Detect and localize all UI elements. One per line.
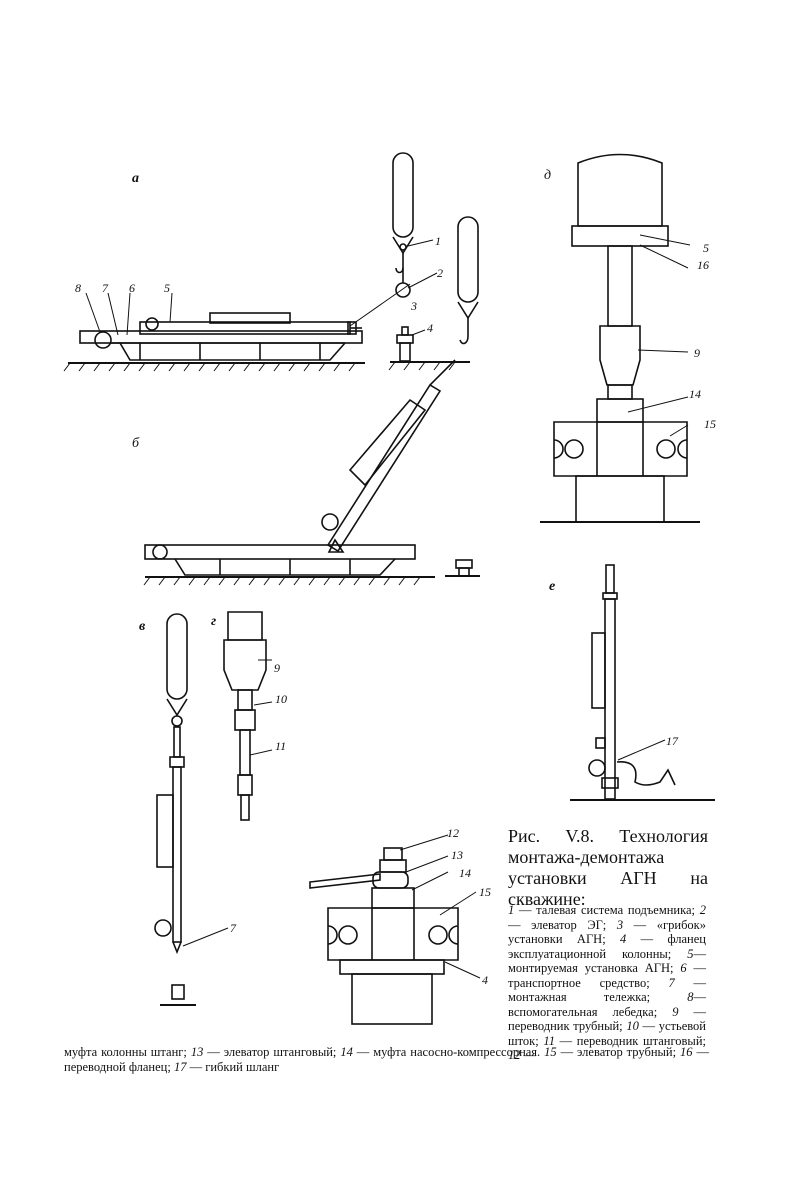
panel-label-d: д xyxy=(544,168,552,183)
legend-text: — переводник штанговый; xyxy=(554,1033,706,1048)
figure-legend: 1 — талевая система подъемника; 2 — элев… xyxy=(508,903,706,1063)
legend-text: — элеватор штанговый; xyxy=(203,1045,341,1059)
legend-number: 2 xyxy=(699,903,706,917)
callout-15-w: 15 xyxy=(479,885,491,899)
legend-text: — вспомогательная лебедка; xyxy=(508,990,706,1019)
callout-10: 10 xyxy=(275,692,287,706)
legend-number: 12 xyxy=(508,1048,521,1062)
callout-7-v: 7 xyxy=(230,921,236,935)
legend-number: 5 xyxy=(687,946,694,961)
legend-number: 4 xyxy=(620,932,627,946)
legend-number: 7 xyxy=(668,975,675,990)
callout-8: 8 xyxy=(75,281,81,295)
legend-text: — «грибок» установки АГН; xyxy=(508,917,707,947)
panel-b-drawing xyxy=(143,216,480,586)
legend-text: — xyxy=(520,1048,537,1062)
legend-text: —монтируемая установка АГН; xyxy=(508,946,706,976)
panel-e-drawing xyxy=(570,564,715,801)
callout-3: 3 xyxy=(411,299,417,313)
legend-text: — фланец эксплуатационной колонны; xyxy=(508,932,706,961)
figure-caption-title: Рис. V.8. Технология монтажа-демонтажа у… xyxy=(508,826,708,909)
legend-number: 8 xyxy=(687,990,694,1004)
legend-text: муфта колонны штанг; xyxy=(64,1045,191,1059)
wellhead-detail-drawing xyxy=(309,834,481,1025)
callout-14-d: 14 xyxy=(689,387,701,401)
callout-2: 2 xyxy=(437,266,443,280)
legend-text: — транспортное средство; xyxy=(508,961,706,990)
legend-text: — переводник трубный; xyxy=(508,1004,706,1034)
legend-number: 6 xyxy=(680,961,687,975)
panel-v-drawing xyxy=(154,613,229,1006)
figure-legend-continued: муфта колонны штанг; 13 — элеватор штанг… xyxy=(64,1045,709,1074)
callout-5-a: 5 xyxy=(164,281,170,295)
callout-17: 17 xyxy=(666,734,678,748)
panel-g-drawing xyxy=(223,611,273,821)
callout-12: 12 xyxy=(447,826,459,840)
callout-11: 11 xyxy=(275,739,287,753)
legend-number: 1 xyxy=(508,903,515,917)
legend-number: 15 xyxy=(544,1045,557,1059)
legend-text: — элеватор ЭГ; xyxy=(508,917,617,932)
legend-text: — муфта насосно-компрессорная. xyxy=(352,1045,545,1059)
legend-text: — элеватор трубный; xyxy=(556,1045,681,1059)
callout-7-a: 7 xyxy=(102,281,108,295)
legend-number: 17 xyxy=(173,1059,187,1074)
callout-16: 16 xyxy=(697,258,709,272)
panel-label-b: б xyxy=(132,436,140,451)
callout-9-d: 9 xyxy=(694,346,700,360)
panel-label-a: а xyxy=(132,171,139,186)
panel-d-drawing xyxy=(540,153,700,523)
callout-4-w: 4 xyxy=(482,973,488,987)
legend-text: — монтажная тележка; xyxy=(508,975,707,1005)
legend-number: 11 xyxy=(543,1033,555,1048)
callout-13: 13 xyxy=(451,848,463,862)
legend-number: 9 xyxy=(672,1004,679,1019)
panel-label-g: г xyxy=(211,614,217,629)
legend-text: — устьевой шток; xyxy=(508,1019,706,1048)
callout-14-w: 14 xyxy=(459,866,471,880)
legend-text: — переводной фланец; xyxy=(64,1045,709,1074)
legend-number: 10 xyxy=(626,1019,639,1033)
panel-label-e: е xyxy=(549,579,556,594)
legend-text: — гибкий шланг xyxy=(186,1059,280,1074)
legend-text: — талевая система подъемника; xyxy=(514,903,700,917)
legend-number: 16 xyxy=(680,1045,693,1059)
callout-5-d: 5 xyxy=(703,241,709,255)
legend-number: 14 xyxy=(340,1045,353,1059)
callout-1: 1 xyxy=(435,234,441,248)
callout-6: 6 xyxy=(129,281,135,295)
callout-9-g: 9 xyxy=(274,661,280,675)
panel-label-v: в xyxy=(139,619,146,634)
legend-number: 3 xyxy=(616,917,624,932)
callout-15-d: 15 xyxy=(704,417,716,431)
legend-number: 13 xyxy=(190,1045,204,1059)
callout-4: 4 xyxy=(427,321,433,335)
panel-a-drawing xyxy=(63,152,470,372)
